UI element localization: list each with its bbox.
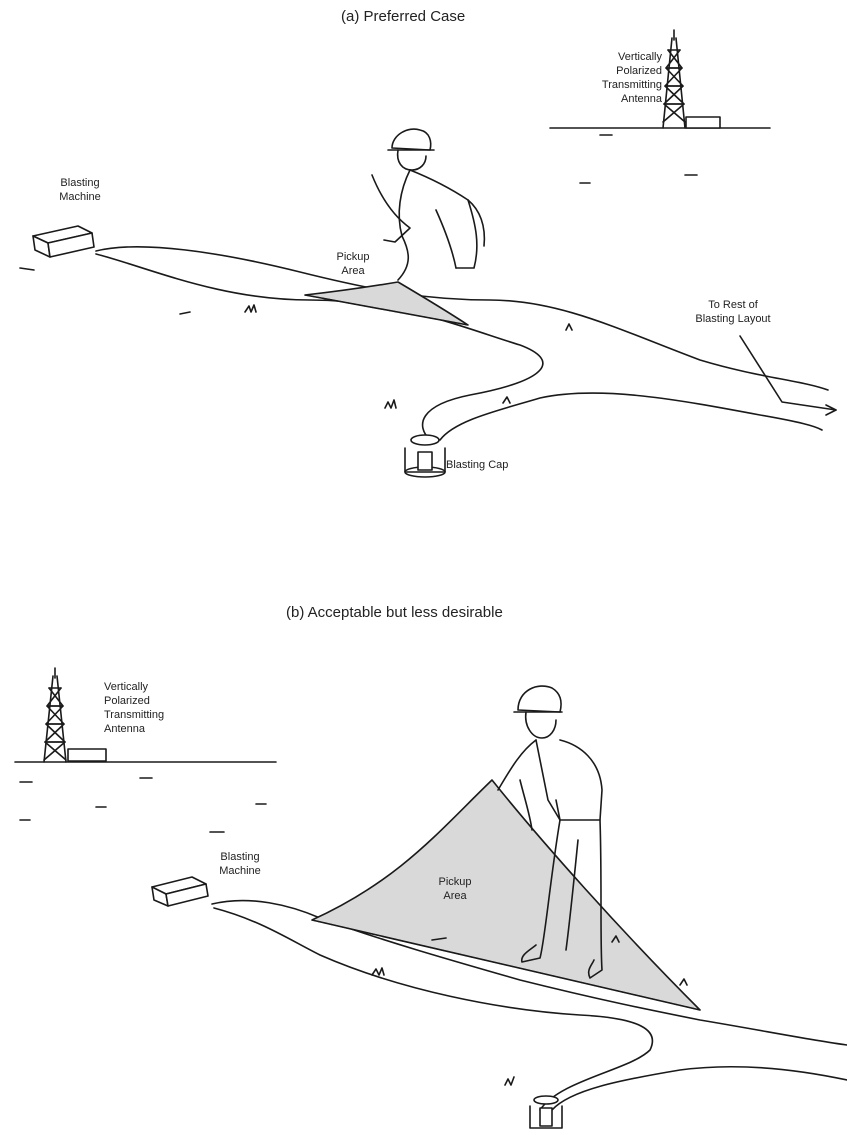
panel-b-title: (b) Acceptable but less desirable bbox=[286, 604, 503, 621]
panel-a-title: (a) Preferred Case bbox=[341, 8, 465, 25]
panel-b-machine-label: Blasting Machine bbox=[200, 850, 280, 878]
leg-wire-lower-a bbox=[96, 254, 543, 440]
pickup-area-a bbox=[305, 282, 468, 325]
panel-a-artwork bbox=[20, 30, 836, 477]
panel-a-antenna-label: Vertically Polarized Transmitting Antenn… bbox=[572, 50, 662, 106]
leg-wire-lower-b2 bbox=[552, 1067, 847, 1110]
leg-wire-lower-a2 bbox=[440, 393, 822, 440]
blasting-machine-b-icon bbox=[152, 877, 208, 906]
panel-a-machine-label: Blasting Machine bbox=[40, 176, 120, 204]
antenna-tower-b-icon bbox=[44, 668, 106, 762]
panel-a-layout-label: To Rest of Blasting Layout bbox=[678, 298, 788, 326]
panel-b-pickup-label: Pickup Area bbox=[420, 875, 490, 903]
panel-a-cap-label: Blasting Cap bbox=[446, 458, 526, 472]
panel-a-pickup-label: Pickup Area bbox=[318, 250, 388, 278]
blasting-cap-b-icon bbox=[530, 1096, 562, 1128]
antenna-tower-icon bbox=[663, 30, 720, 128]
panel-b-antenna-label: Vertically Polarized Transmitting Antenn… bbox=[104, 680, 194, 736]
blasting-machine-icon bbox=[33, 226, 94, 257]
blasting-cap-icon bbox=[405, 435, 445, 477]
crouching-worker-figure bbox=[372, 129, 484, 280]
